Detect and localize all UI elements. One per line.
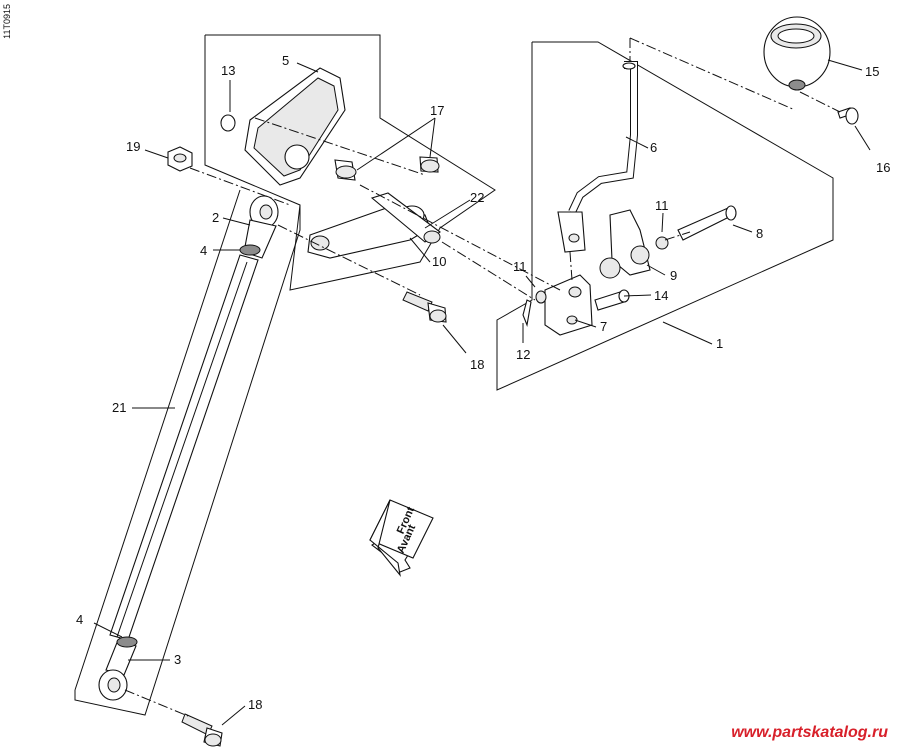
lever-bracket bbox=[544, 274, 593, 336]
callout-19: 19 bbox=[126, 139, 140, 154]
gate-plate bbox=[599, 209, 651, 279]
knob-screw bbox=[837, 107, 859, 125]
callout-18-middle: 18 bbox=[470, 357, 484, 372]
callout-4-bottom: 4 bbox=[76, 612, 83, 627]
pivot-pin bbox=[370, 192, 441, 244]
alignment-lines bbox=[124, 91, 841, 717]
leader-lines bbox=[93, 59, 871, 726]
callout-12: 12 bbox=[516, 347, 530, 362]
bolt-middle bbox=[402, 291, 447, 323]
nut-19 bbox=[167, 146, 193, 172]
bracket-cover bbox=[244, 67, 346, 186]
callout-6: 6 bbox=[650, 140, 657, 155]
shift-knob bbox=[763, 16, 831, 91]
group-outline-shifter bbox=[496, 41, 834, 391]
shift-rod bbox=[74, 189, 301, 716]
callout-15: 15 bbox=[865, 64, 879, 79]
group-outline-knob bbox=[629, 37, 796, 111]
callout-18-bottom: 18 bbox=[248, 697, 262, 712]
callout-11-right: 11 bbox=[655, 198, 669, 213]
callout-2: 2 bbox=[212, 210, 219, 225]
callout-11-left: 11 bbox=[513, 259, 527, 274]
callout-5: 5 bbox=[282, 53, 289, 68]
group-outline-linkage bbox=[204, 34, 496, 291]
watermark: www.partskatalog.ru bbox=[731, 724, 888, 741]
callout-16: 16 bbox=[876, 160, 890, 175]
callout-22: 22 bbox=[470, 190, 484, 205]
shift-lever bbox=[557, 61, 638, 253]
callout-9: 9 bbox=[670, 268, 677, 283]
bolt-14 bbox=[594, 289, 630, 311]
callout-4-top: 4 bbox=[200, 243, 207, 258]
callout-14: 14 bbox=[654, 288, 668, 303]
callout-10: 10 bbox=[432, 254, 446, 269]
rod-end-top bbox=[239, 195, 279, 259]
bolt-bottom bbox=[181, 713, 223, 747]
callout-numbers: 1 2 3 4 4 5 6 7 8 9 10 11 11 12 13 14 15… bbox=[76, 53, 890, 712]
bushings bbox=[334, 156, 440, 181]
circlip bbox=[220, 114, 236, 132]
callout-3: 3 bbox=[174, 652, 181, 667]
pivot-bolt bbox=[677, 205, 737, 241]
front-direction-arrow: Front Avant bbox=[369, 499, 434, 577]
callout-7: 7 bbox=[600, 319, 607, 334]
callout-21: 21 bbox=[112, 400, 126, 415]
washer-right bbox=[655, 236, 669, 250]
callout-13: 13 bbox=[221, 63, 235, 78]
callout-1: 1 bbox=[716, 336, 723, 351]
callout-17: 17 bbox=[430, 103, 444, 118]
rod-end-bottom bbox=[98, 636, 138, 701]
callout-8: 8 bbox=[756, 226, 763, 241]
washer-left bbox=[535, 290, 547, 304]
cotter-pin bbox=[522, 299, 532, 328]
